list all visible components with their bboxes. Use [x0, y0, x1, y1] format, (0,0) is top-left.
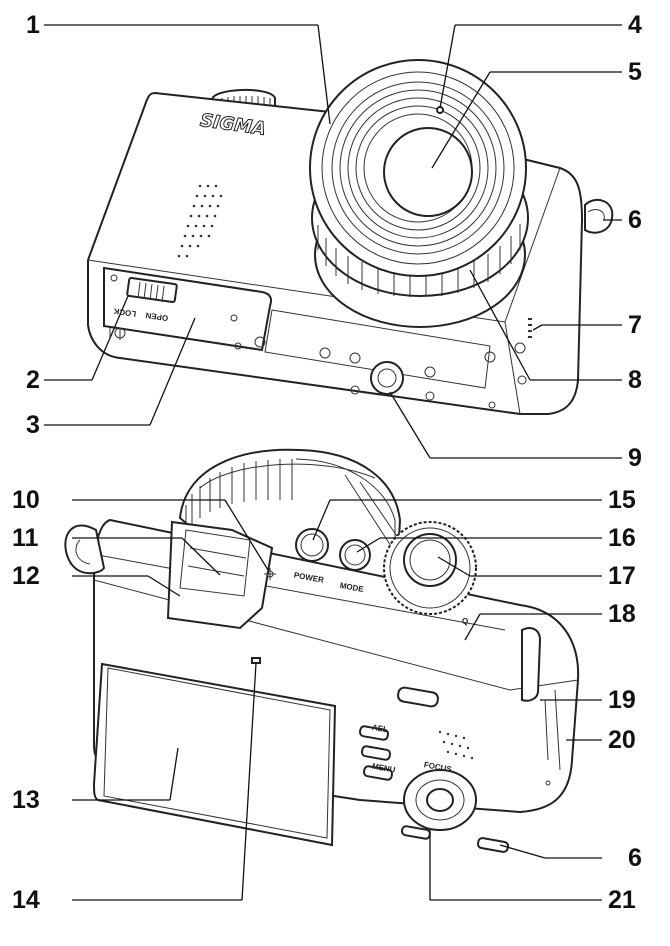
camera-back-view: POWER MODE Q AEL MENU [64, 448, 580, 853]
leader-lines [44, 24, 622, 901]
mode-button[interactable] [339, 539, 371, 571]
callout-19: 19 [608, 686, 636, 714]
menu-label: MENU [371, 762, 396, 775]
strap-eyelet [584, 198, 614, 234]
callout-16: 16 [608, 524, 636, 552]
camera-front-view: SIGMA [87, 59, 614, 415]
callout-11: 11 [12, 524, 39, 552]
callout-13: 13 [12, 786, 40, 814]
callout-8: 8 [628, 366, 642, 394]
callout-12: 12 [12, 562, 40, 590]
mode-label: MODE [339, 581, 365, 594]
callout-4: 4 [628, 11, 642, 39]
terminal-cover[interactable] [521, 627, 542, 702]
side-vents [528, 318, 532, 338]
callout-18: 18 [608, 600, 636, 628]
shutter-button[interactable] [403, 533, 457, 587]
callout-6b: 6 [628, 844, 642, 872]
lens [309, 59, 529, 328]
callout-2: 2 [26, 366, 40, 394]
status-lamp [251, 657, 261, 664]
callout-numbers: 1 4 5 6 7 2 8 3 9 10 15 11 16 12 17 18 1… [12, 11, 642, 914]
callout-15: 15 [608, 486, 636, 514]
callout-7: 7 [628, 311, 642, 339]
tripod-socket [370, 361, 404, 395]
callout-5: 5 [628, 58, 642, 86]
callout-20: 20 [608, 726, 636, 754]
lock-label: LOCK [113, 306, 137, 318]
side-buttons[interactable] [358, 686, 439, 781]
flash-sync-indicator [264, 568, 276, 580]
q-label: Q [462, 617, 468, 626]
callout-9: 9 [628, 444, 642, 472]
callout-14: 14 [12, 886, 40, 914]
callout-10: 10 [12, 486, 40, 514]
callout-3: 3 [26, 411, 40, 439]
callout-1: 1 [26, 11, 40, 39]
callout-21: 21 [608, 886, 636, 914]
power-button[interactable] [295, 528, 329, 562]
speaker-grille [177, 184, 223, 258]
battery-cover[interactable]: LOCK OPEN [103, 266, 272, 352]
callout-6: 6 [628, 206, 642, 234]
callout-17: 17 [608, 562, 636, 590]
cross-key[interactable] [403, 769, 477, 831]
ael-label: AEL [371, 723, 388, 735]
open-label: OPEN [145, 311, 169, 323]
